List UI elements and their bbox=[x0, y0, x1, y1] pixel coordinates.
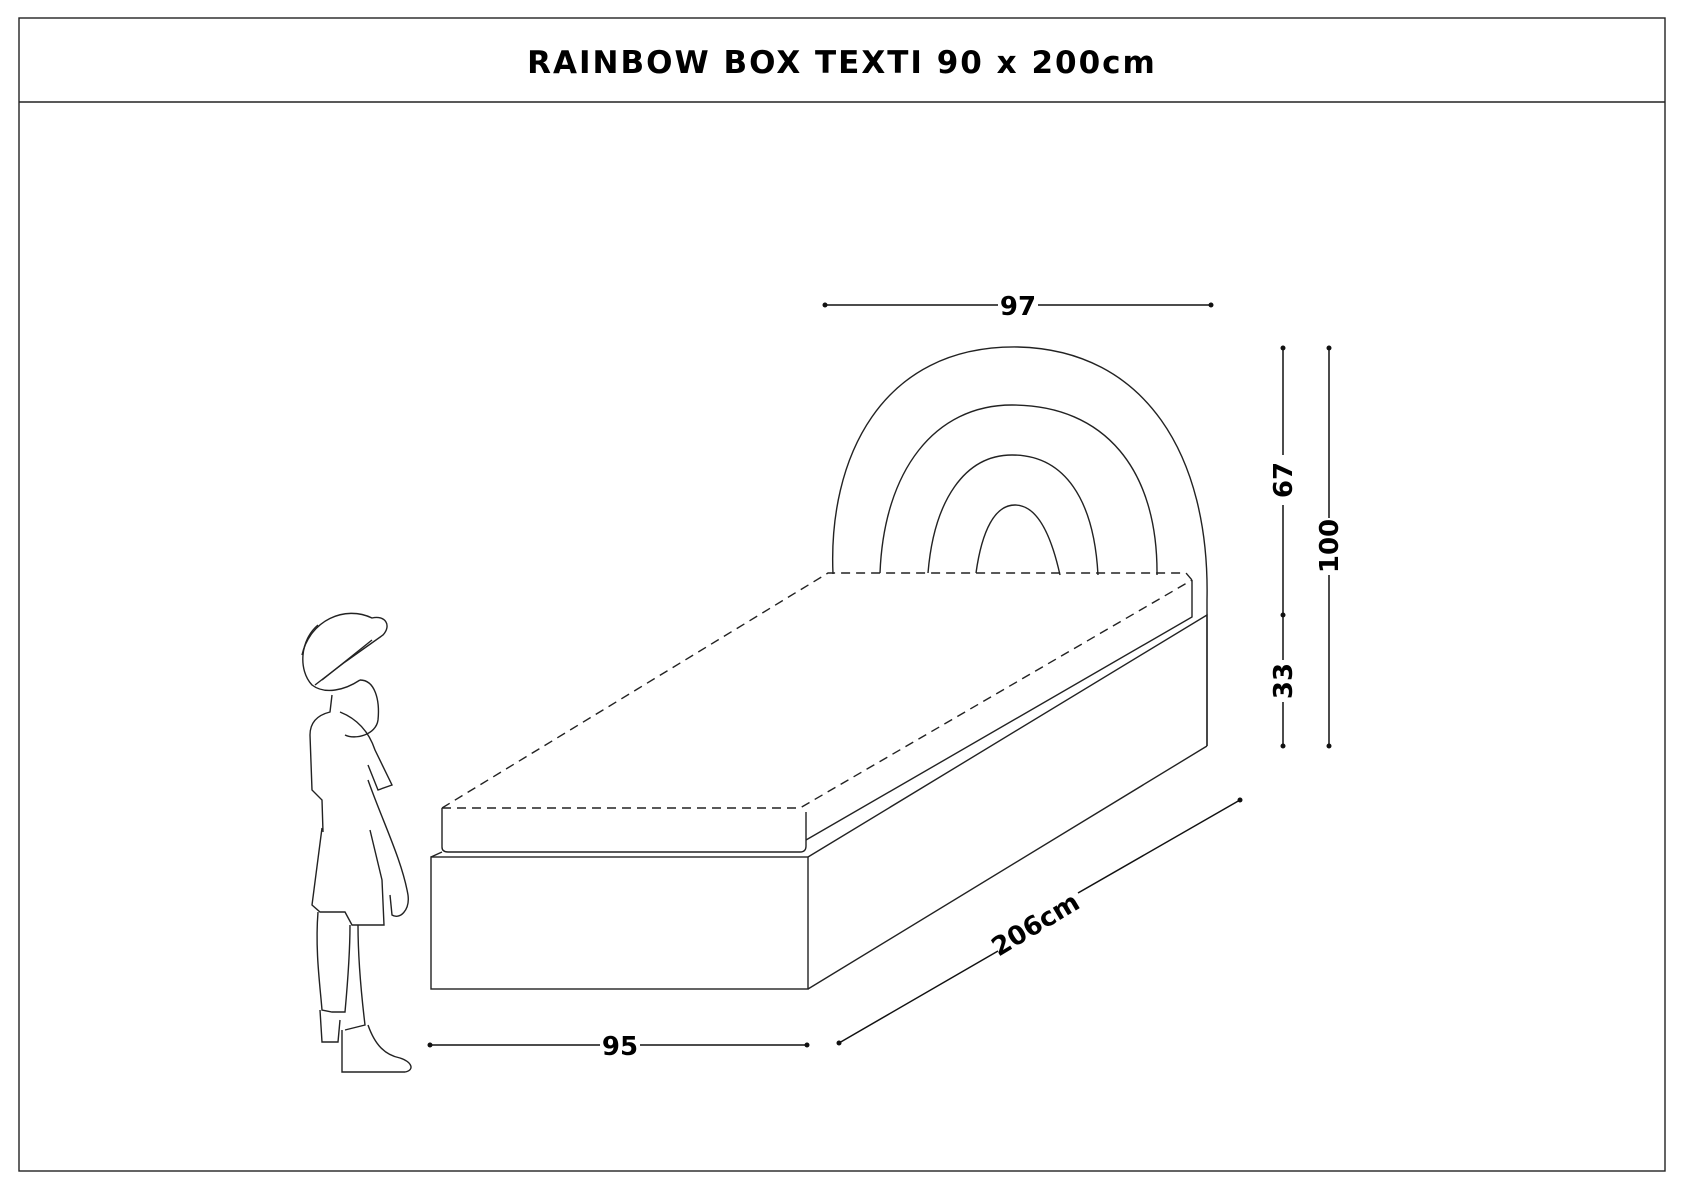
headboard-inner-arc bbox=[975, 504, 1061, 576]
headboard-arc-2 bbox=[879, 404, 1158, 576]
dim-206-line-upper bbox=[1077, 799, 1241, 894]
dim-95-end-left bbox=[427, 1042, 433, 1048]
dim-33-end-bottom bbox=[1280, 743, 1286, 749]
child-cap-brim bbox=[321, 639, 373, 681]
dim-206-line-lower bbox=[838, 950, 999, 1044]
mattress bbox=[441, 572, 1193, 853]
dim-headboard-width: 97 bbox=[822, 292, 1214, 322]
child-back-sock bbox=[319, 1009, 341, 1043]
child-front-leg bbox=[344, 924, 366, 1031]
child-back bbox=[309, 694, 333, 833]
dim-97-end-right bbox=[1208, 302, 1214, 308]
dim-heights-split: 67 33 bbox=[1269, 345, 1299, 749]
headboard-arc-3 bbox=[927, 454, 1099, 576]
dim-100-end-bottom bbox=[1326, 743, 1332, 749]
dim-67-end-top bbox=[1280, 345, 1286, 351]
base-top-side-edge bbox=[807, 613, 1208, 858]
dim-bed-length: 206cm bbox=[836, 797, 1243, 1046]
page-title: RAINBOW BOX TEXTI 90 x 200cm bbox=[527, 45, 1157, 81]
child-cap bbox=[301, 612, 388, 686]
bed-base bbox=[430, 613, 1208, 990]
mattress-side-face bbox=[805, 580, 1193, 841]
base-bottom-side-edge bbox=[807, 745, 1208, 990]
dim-97-label: 97 bbox=[1000, 292, 1036, 322]
dim-bed-width: 95 bbox=[427, 1032, 810, 1062]
mattress-top-front bbox=[442, 579, 1193, 809]
dim-95-end-right bbox=[804, 1042, 810, 1048]
headboard-outer-arc bbox=[831, 346, 1208, 746]
dim-100-label: 100 bbox=[1315, 519, 1345, 573]
child-shorts bbox=[311, 827, 385, 926]
dim-total-height: 100 bbox=[1315, 345, 1345, 749]
dim-33-label: 33 bbox=[1269, 663, 1299, 699]
child-back-leg bbox=[316, 911, 351, 1013]
base-front-face bbox=[430, 856, 809, 990]
dim-split-point bbox=[1280, 612, 1286, 618]
mattress-top-back bbox=[441, 572, 1193, 809]
dim-206-label: 206cm bbox=[987, 887, 1085, 963]
base-corner-edge bbox=[430, 851, 443, 858]
dim-97-end-left bbox=[822, 302, 828, 308]
dim-67-label: 67 bbox=[1269, 462, 1299, 498]
headboard-rainbow bbox=[831, 346, 1208, 746]
child-face bbox=[344, 679, 380, 738]
dim-100-end-top bbox=[1326, 345, 1332, 351]
dim-206-end-upper bbox=[1237, 797, 1243, 803]
child-shoulder bbox=[339, 711, 393, 791]
sheet-border bbox=[18, 17, 1666, 1172]
mattress-front-face bbox=[441, 808, 807, 853]
child-front-shoe bbox=[341, 1024, 412, 1073]
dim-206-end-lower bbox=[836, 1040, 842, 1046]
child-arm bbox=[367, 779, 409, 917]
dim-95-label: 95 bbox=[602, 1032, 638, 1062]
child-figure bbox=[301, 612, 412, 1073]
